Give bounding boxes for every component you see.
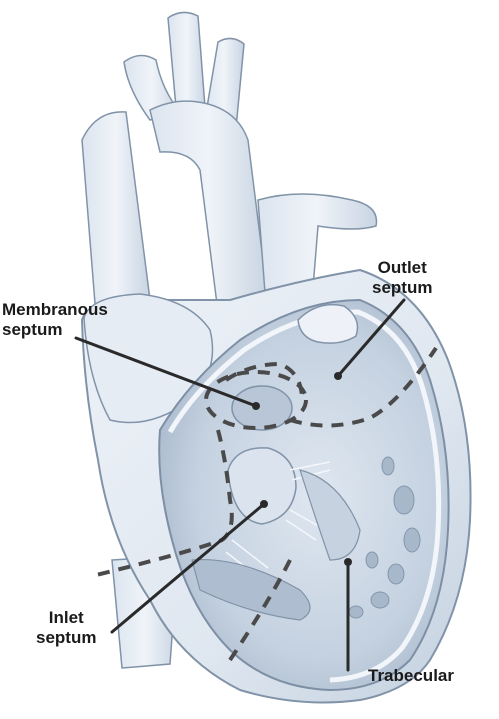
inlet-boundary bbox=[91, 429, 234, 578]
leader-lines bbox=[74, 298, 406, 672]
aortic-arch bbox=[149, 100, 269, 313]
outlet-leader bbox=[336, 298, 406, 378]
membranous-septum-label: Membranous septum bbox=[2, 300, 108, 340]
inlet-label-line2: septum bbox=[36, 628, 97, 647]
inlet-septum-area bbox=[227, 447, 297, 525]
great-vessels bbox=[81, 11, 378, 669]
membranous-label-line2: septum bbox=[2, 320, 63, 339]
outlet-lower-boundary bbox=[289, 346, 438, 428]
outlet-septum-label: Outlet septum bbox=[372, 258, 432, 298]
trabecular-boundary bbox=[228, 559, 292, 662]
moderator-band bbox=[299, 469, 361, 561]
inlet-label-line1: Inlet bbox=[48, 608, 84, 627]
brachiocephalic-branch bbox=[167, 11, 207, 132]
membranous-leader bbox=[74, 336, 258, 408]
cut-wall-rim bbox=[167, 309, 442, 683]
lower-recess bbox=[191, 558, 311, 621]
outlet-label-line1: Outlet bbox=[377, 258, 427, 277]
inlet-leader bbox=[110, 502, 266, 634]
outlet-boundary bbox=[224, 361, 304, 397]
inlet-septum-label: Inlet septum bbox=[36, 608, 96, 648]
leader-dots bbox=[252, 372, 352, 566]
superior-vena-cava bbox=[81, 111, 151, 317]
trabecular-dot bbox=[344, 558, 352, 566]
trabeculations bbox=[348, 456, 421, 619]
membranous-label-line1: Membranous bbox=[2, 300, 108, 319]
inlet-dot bbox=[260, 500, 268, 508]
pulmonary-valve bbox=[297, 303, 359, 344]
membranous-boundary bbox=[204, 370, 308, 430]
membranous-septum-area bbox=[231, 385, 293, 431]
outlet-label-line2: septum bbox=[372, 278, 433, 297]
membranous-dot bbox=[252, 402, 260, 410]
outlet-dot bbox=[334, 372, 342, 380]
trabecular-label: Trabecular bbox=[368, 666, 454, 686]
trabecular-label-text: Trabecular bbox=[368, 666, 454, 685]
septal-boundaries bbox=[91, 346, 438, 662]
pulmonary-trunk bbox=[257, 193, 378, 307]
